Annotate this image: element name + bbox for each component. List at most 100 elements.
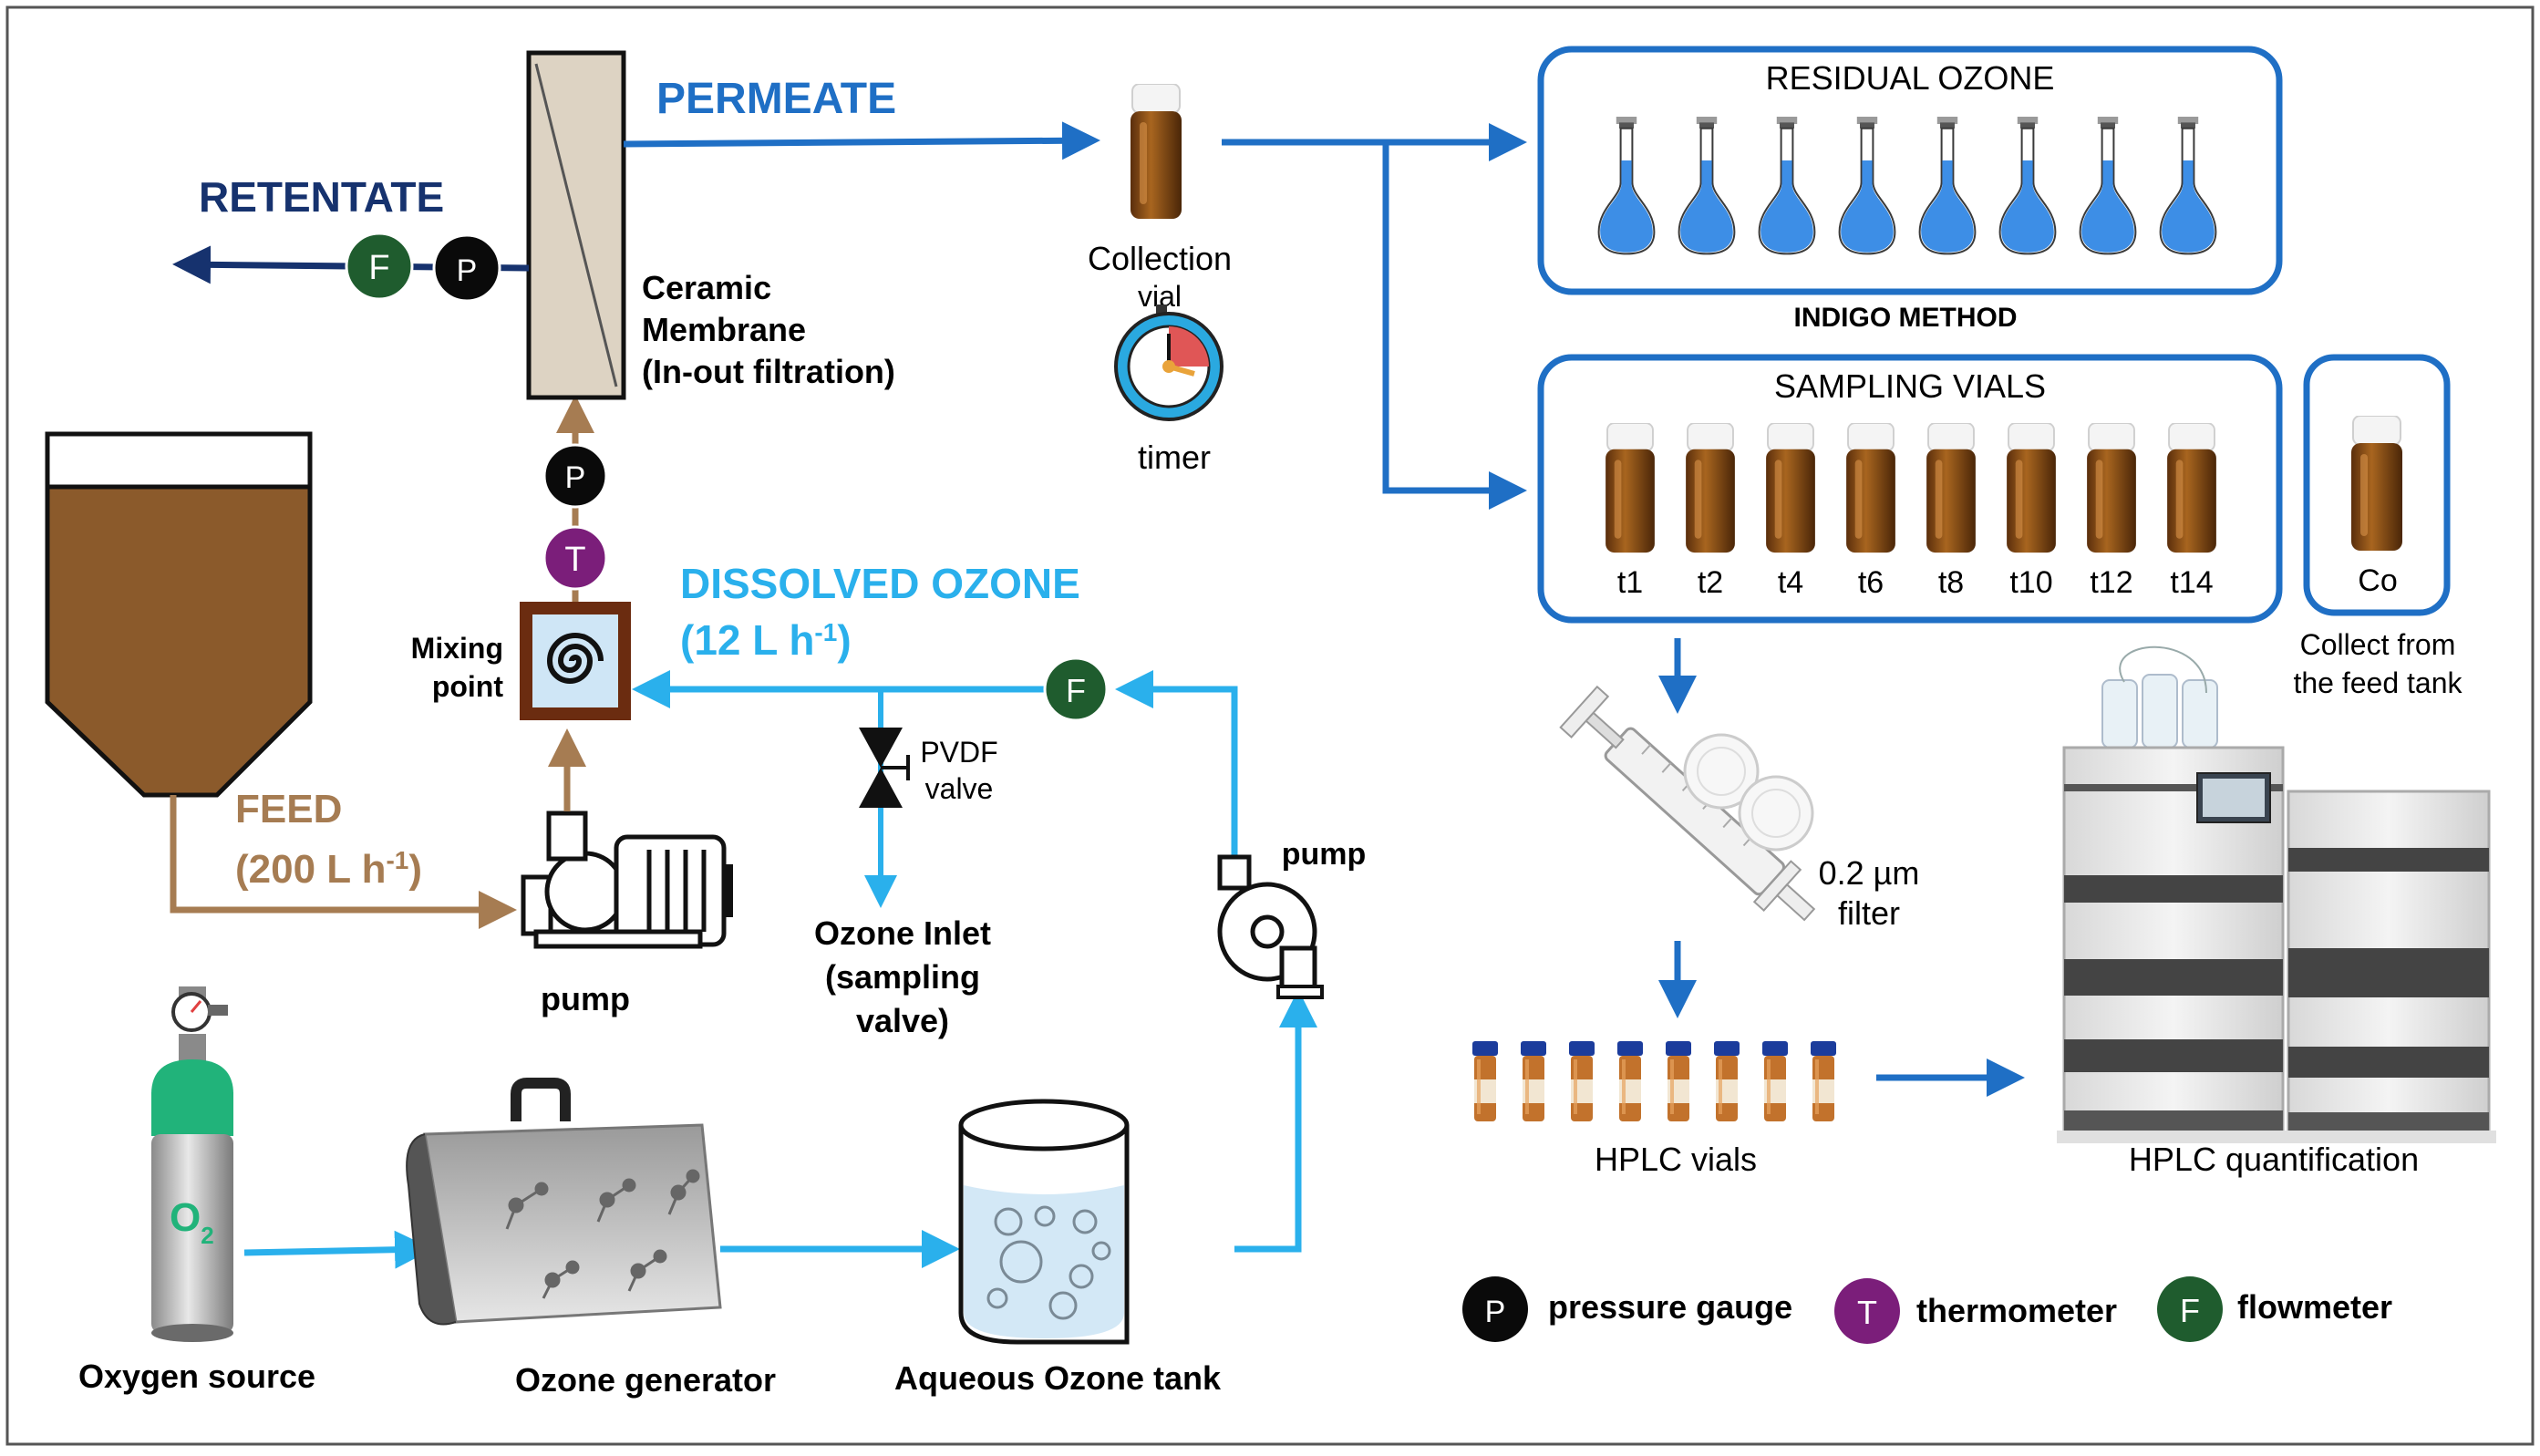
- outer-frame: [5, 5, 2535, 1446]
- tank-to-pump-line: [1234, 989, 1317, 1253]
- mixing-point-label-2: point: [432, 670, 504, 703]
- sampling-vial-icon: [2006, 423, 2057, 554]
- retentate-label: RETENTATE: [199, 173, 444, 221]
- gauge-thermometer: T: [542, 525, 608, 591]
- feed-tank: [45, 431, 313, 798]
- sampling-time-label: t1: [1617, 565, 1643, 600]
- sampling-time-label: t6: [1858, 565, 1884, 600]
- sampling-vial-row: t1 t2 t4 t6 t8 t10 t12 t14: [1605, 423, 2217, 600]
- legend-item-thermometer: T thermometer: [1834, 1278, 2117, 1344]
- legend-f-label: flowmeter: [2237, 1288, 2392, 1326]
- legend-p-symbol: P: [1485, 1295, 1506, 1329]
- mixing-point-icon: [520, 602, 631, 720]
- split-line-sampling: [1222, 139, 1527, 510]
- pump-to-flowmeter-line: [1115, 670, 1238, 857]
- oxygen-cylinder-icon: [151, 986, 233, 1342]
- sampling-vial-icon: [1845, 423, 1896, 554]
- sampling-vial-icon: [1765, 423, 1816, 554]
- residual-ozone-title: RESIDUAL OZONE: [1766, 59, 2055, 97]
- membrane-label-1: Ceramic: [642, 269, 771, 306]
- sampling-vial-icon: [1926, 423, 1977, 554]
- sampling-vial-icon: [2086, 423, 2137, 554]
- legend-item-pressure: P pressure gauge: [1462, 1276, 1792, 1342]
- oxygen-source-label: Oxygen source: [78, 1358, 315, 1395]
- collection-vial-label-1: Collection: [1088, 240, 1232, 277]
- hplc-vial-icon: [1666, 1041, 1691, 1121]
- legend-f-symbol: F: [2180, 1292, 2200, 1329]
- hplc-vial-icon: [1714, 1041, 1740, 1121]
- dissolved-ozone-label: DISSOLVED OZONE: [680, 560, 1080, 607]
- permeate-line: [623, 121, 1100, 160]
- sampling-vials-title: SAMPLING VIALS: [1774, 367, 2046, 405]
- membrane-label-2: Membrane: [642, 311, 806, 348]
- hplc-vial-row: [1472, 1041, 1836, 1121]
- feed-rate-label: (200 L h-1): [235, 846, 422, 893]
- pvdf-label-2: valve: [925, 772, 994, 805]
- timer-label: timer: [1138, 439, 1211, 476]
- sampling-time-label: t4: [1778, 565, 1803, 600]
- collection-vial-icon: [1130, 84, 1182, 220]
- sampling-time-label: t2: [1698, 565, 1723, 600]
- ozone-inlet-label-2: (sampling: [825, 958, 980, 996]
- ceramic-membrane: [526, 50, 626, 400]
- sampling-time-label: t12: [2090, 565, 2132, 600]
- timer-icon: [1114, 305, 1224, 421]
- hplc-vial-icon: [1811, 1041, 1836, 1121]
- gauge-f-symbol: F: [368, 249, 389, 287]
- hplc-vial-icon: [1569, 1041, 1595, 1121]
- gauge-flowmeter-retentate: F: [345, 232, 414, 301]
- gauge-t-symbol: T: [564, 541, 585, 579]
- sampling-vial-icon: [1605, 423, 1656, 554]
- indigo-method-label: INDIGO METHOD: [1794, 303, 2018, 333]
- hplc-vial-icon: [1521, 1041, 1546, 1121]
- sampling-vial-icon: [1685, 423, 1736, 554]
- co-label: Co: [2358, 563, 2397, 598]
- ozone-pump-icon: [1217, 854, 1324, 999]
- o2-symbol: O2: [170, 1195, 214, 1249]
- hplc-vial-icon: [1617, 1041, 1643, 1121]
- pvdf-valve-icon: [859, 728, 910, 808]
- gauge-flowmeter-ozone: F: [1043, 656, 1109, 722]
- permeate-label: PERMEATE: [656, 75, 896, 123]
- ozone-generator-label: Ozone generator: [515, 1361, 776, 1399]
- ozone-pump-label: pump: [1282, 837, 1367, 872]
- filter-label-1: 0.2 µm: [1819, 854, 1920, 892]
- legend-t-label: thermometer: [1916, 1292, 2117, 1329]
- syringe-filter-icon: [1559, 685, 1816, 922]
- gauge-p-symbol-2: P: [457, 253, 478, 288]
- gauge-p-symbol: P: [565, 460, 586, 495]
- pvdf-label-1: PVDF: [920, 736, 997, 769]
- hplc-instrument-icon: [2057, 645, 2496, 1143]
- collect-from-label-1: Collect from: [2300, 628, 2456, 661]
- feed-pump-label: pump: [541, 980, 630, 1017]
- gauge-f-symbol-2: F: [1066, 672, 1086, 709]
- sampling-time-label: t10: [2009, 565, 2052, 600]
- hplc-quant-label: HPLC quantification: [2129, 1141, 2419, 1178]
- mixing-point-label-1: Mixing: [411, 632, 503, 665]
- filter-label-2: filter: [1838, 894, 1900, 932]
- hplc-vial-icon: [1472, 1041, 1498, 1121]
- gauge-pressure-feed: P: [542, 443, 608, 509]
- sampling-time-label: t14: [2170, 565, 2213, 600]
- hplc-vial-icon: [1762, 1041, 1788, 1121]
- membrane-label-3: (In-out filtration): [642, 353, 895, 390]
- feed-label: FEED: [235, 787, 342, 831]
- ozone-generator-icon: [406, 1078, 722, 1326]
- hplc-vials-label: HPLC vials: [1595, 1141, 1757, 1178]
- ozone-rate-label: (12 L h-1): [680, 616, 852, 664]
- ozone-inlet-label-1: Ozone Inlet: [814, 914, 991, 952]
- co-vial-icon: [2349, 416, 2404, 552]
- feed-line: [170, 795, 517, 929]
- legend: P pressure gauge T thermometer F flowmet…: [1462, 1276, 2392, 1344]
- ozone-inlet-label-3: valve): [856, 1002, 949, 1039]
- legend-t-symbol: T: [1857, 1294, 1877, 1331]
- oxygen-line: [243, 1230, 433, 1269]
- aqueous-ozone-tank-icon: [958, 1099, 1130, 1345]
- gauge-pressure-retentate: P: [432, 233, 501, 303]
- collect-from-label-2: the feed tank: [2293, 666, 2463, 699]
- aqueous-tank-label: Aqueous Ozone tank: [894, 1359, 1222, 1397]
- sampling-time-label: t8: [1938, 565, 1964, 600]
- feed-pump-icon: [521, 811, 733, 949]
